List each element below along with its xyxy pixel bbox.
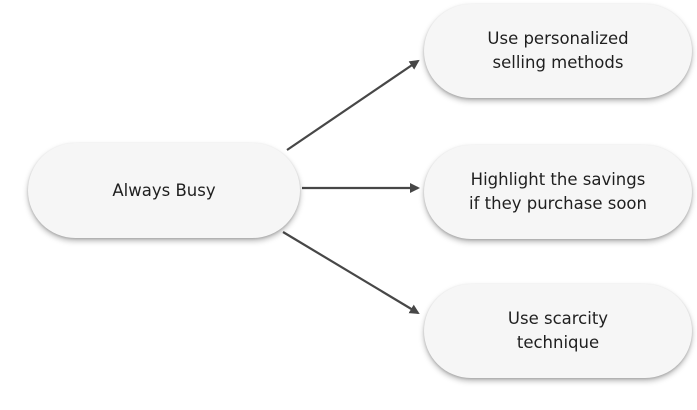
target-node-scarcity-technique: Use scarcity technique	[424, 284, 692, 378]
arrow-to-target-1	[286, 59, 420, 151]
target-node-label: Use scarcity technique	[507, 309, 609, 352]
target-node-label: Highlight the savings if they purchase s…	[469, 170, 647, 213]
source-node: Always Busy	[28, 143, 300, 238]
target-node-personalized-selling: Use personalized selling methods	[424, 4, 692, 98]
target-node-label: Use personalized selling methods	[487, 29, 629, 72]
source-node-label: Always Busy	[112, 180, 216, 200]
arrow-to-target-3	[282, 231, 420, 315]
target-node-highlight-savings: Highlight the savings if they purchase s…	[424, 145, 692, 239]
